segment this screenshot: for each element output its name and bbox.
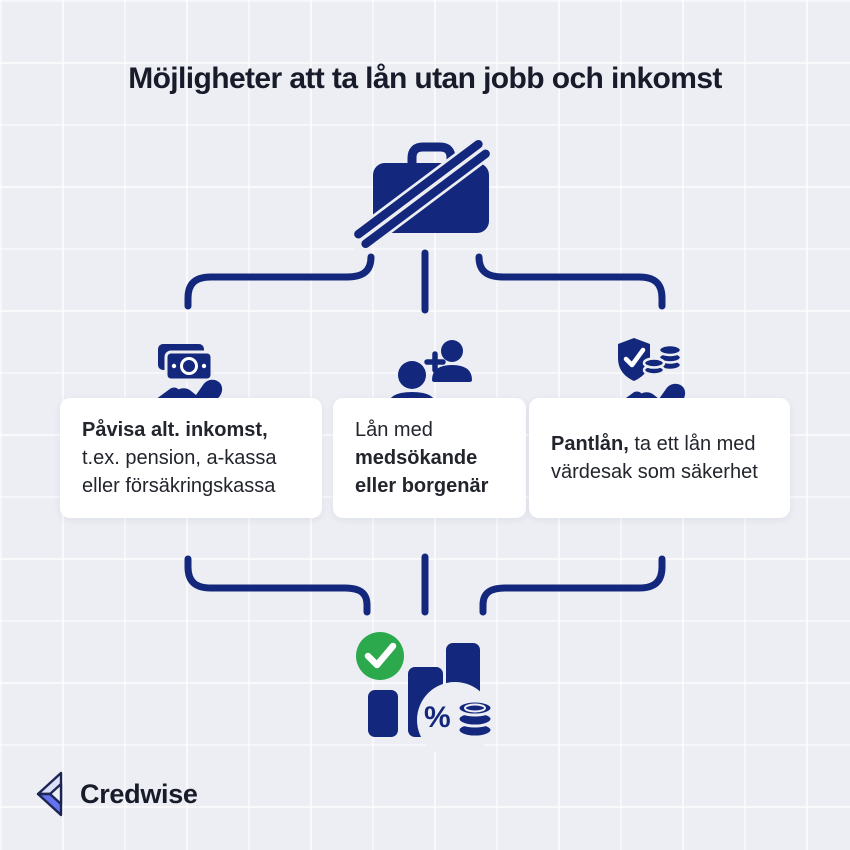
option-card-co-applicant: Lån med medsökande eller borgenär — [333, 398, 526, 518]
small-user-body — [432, 365, 472, 382]
bottom-left-connector — [184, 555, 371, 616]
briefcase-handle — [407, 142, 456, 165]
option-card-bold-text: Pantlån, — [551, 433, 629, 455]
option-card-rest-text: t.ex. pension, a-kassa eller försäkrings… — [82, 447, 277, 497]
slash-stripe — [354, 139, 483, 239]
credwise-logomark-icon — [36, 771, 63, 817]
banknote-dot — [171, 363, 177, 369]
coin-stack — [456, 699, 494, 739]
option-card-prefix-text: Lån med — [355, 419, 433, 441]
check-icon — [364, 642, 397, 669]
chart-bar — [368, 690, 398, 737]
big-user-head — [398, 361, 426, 389]
crossed-out-briefcase-icon — [349, 136, 495, 252]
brand-logo: Credwise — [34, 770, 198, 818]
top-right-connector — [475, 253, 666, 310]
banknote-dot — [201, 363, 207, 369]
approved-check-circle — [356, 632, 404, 680]
option-card-bold-text: medsökande eller borgenär — [355, 447, 489, 497]
plus-icon — [424, 351, 446, 373]
page-title: Möjligheter att ta lån utan jobb och ink… — [128, 62, 722, 95]
slash-stripe — [361, 149, 490, 249]
bottom-right-connector — [479, 555, 666, 616]
percent-symbol: % — [424, 701, 451, 734]
option-card-text: Påvisa alt. inkomst, t.ex. pension, a-ka… — [60, 416, 322, 500]
top-left-connector — [184, 253, 375, 310]
shield-check — [623, 347, 646, 368]
brand-name: Credwise — [80, 778, 198, 809]
option-card-text: Lån med medsökande eller borgenär — [333, 416, 526, 500]
option-card-text: Pantlån, ta ett lån med värdesak som säk… — [529, 430, 790, 486]
logomark-notch — [48, 782, 63, 806]
approved-loan-chart-icon: % — [356, 632, 494, 758]
small-user-head — [441, 340, 463, 362]
banknote-circle — [180, 357, 198, 375]
coin-stacks — [642, 343, 683, 376]
option-card-rest-text: ta ett lån med värdesak som säkerhet — [551, 433, 758, 483]
option-card-bold-text: Påvisa alt. inkomst, — [82, 419, 268, 441]
banknote-front — [164, 350, 214, 382]
option-card-alt-income: Påvisa alt. inkomst, t.ex. pension, a-ka… — [60, 398, 322, 518]
option-card-pawn-loan: Pantlån, ta ett lån med värdesak som säk… — [529, 398, 790, 518]
slash-cut — [349, 136, 495, 252]
